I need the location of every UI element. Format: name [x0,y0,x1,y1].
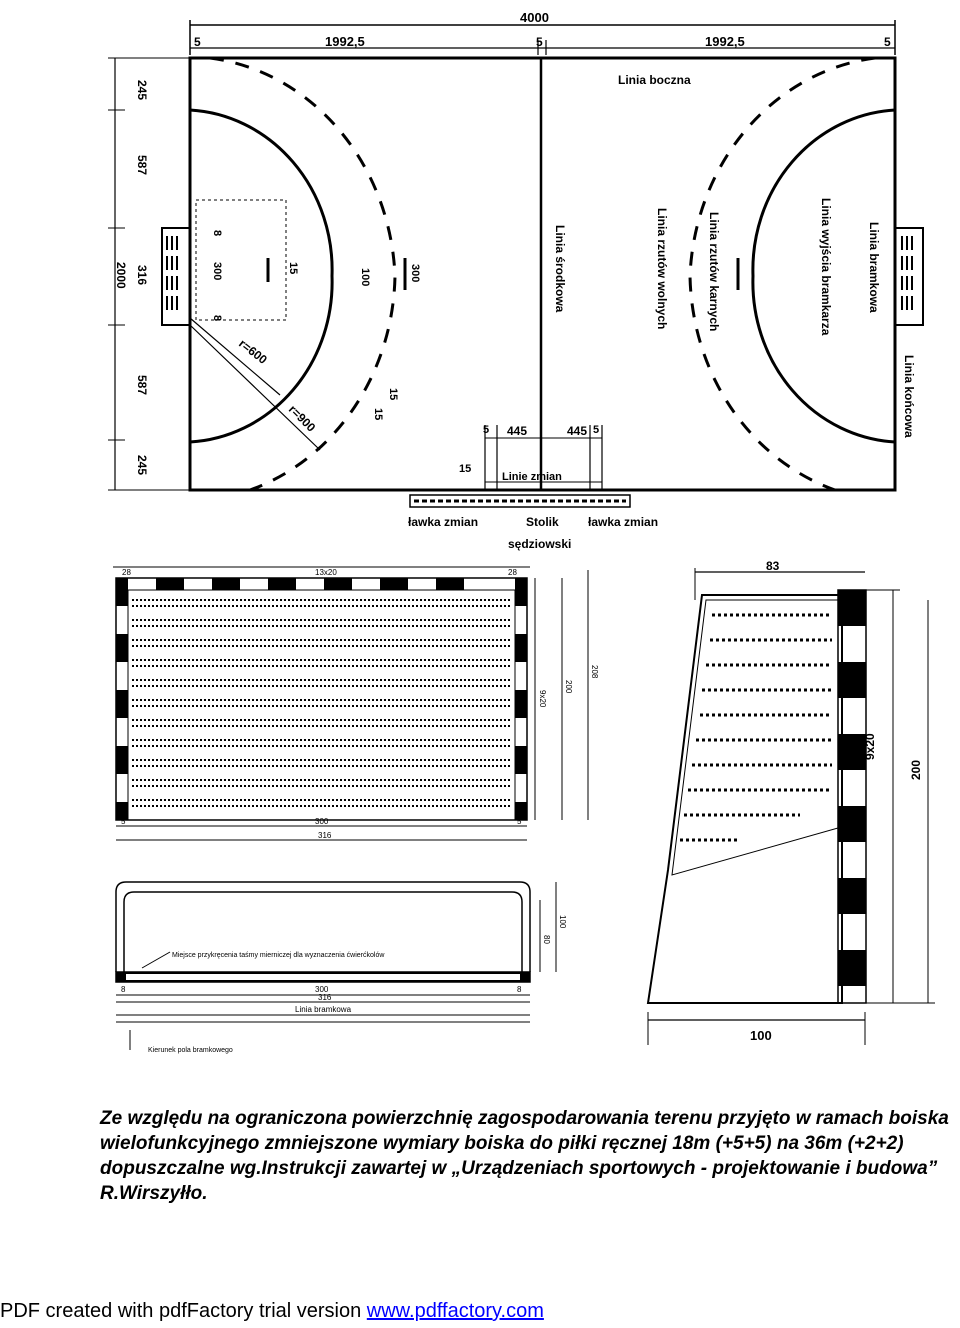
footer-link[interactable]: www.pdffactory.com [366,1300,544,1322]
dim-left-245b: 245 [135,455,149,475]
dim-316: 316 [318,831,332,840]
dim-half-left: 1992,5 [325,34,365,49]
label-end-line: Linia końcowa [902,355,916,438]
dim-100: 100 [359,268,371,286]
label-sideline: Linia boczna [618,73,691,87]
dim-8a: 8 [121,985,126,994]
dim-316: 316 [318,993,332,1002]
net-pattern [132,599,512,807]
dim-15d: 15 [459,463,471,475]
dim-9x20: 9x20 [863,733,877,760]
dim-5d: 5 [483,424,489,436]
label-free-throws: Linia rzutów wolnych [655,208,669,329]
label-sub-line: Linie zmian [502,471,562,483]
dim-8a: 8 [211,230,223,236]
dim-445a: 445 [507,424,527,438]
dim-left-245a: 245 [135,80,149,100]
dim-left-2000: 2000 [114,262,128,289]
goal-side-view [646,568,935,1045]
dim-5e: 5 [593,424,599,436]
label-goal-line: Linia bramkowa [295,1005,352,1014]
court-plan [108,20,924,508]
dim-15a: 15 [287,262,299,274]
label-note: Miejsce przykręcenia taśmy mierniczej dl… [172,952,385,959]
dim-5a: 5 [121,817,126,826]
dim-five-b: 5 [536,35,543,49]
dim-300b: 300 [409,264,421,282]
dim-8b: 8 [211,315,223,321]
dim-total-width: 4000 [520,10,549,25]
label-centerline: Linia środkowa [553,225,567,313]
dim-83: 83 [766,559,780,573]
dim-15b: 15 [387,388,399,400]
label-table: Stolik [526,515,559,529]
right-goal-hatch [901,236,913,310]
dim-28b: 28 [508,568,517,577]
dim-445b: 445 [567,424,587,438]
dim-100: 100 [750,1028,772,1043]
court-labels: 4000 5 1992,5 5 1992,5 5 245 587 316 200… [114,10,916,551]
dim-5b: 5 [517,817,522,826]
goal-front-view [113,566,589,841]
footer-text: PDF created with pdfFactory trial versio… [0,1300,367,1322]
goal-plan-labels: 100 80 Miejsce przykręcenia taśmy mierni… [121,915,567,1054]
label-gk-exit: Linia wyjścia bramkarza [819,198,833,336]
side-net-pattern [680,613,832,842]
dim-left-587a: 587 [135,155,149,175]
dim-300: 300 [315,817,329,826]
label-bench-left: ławka zmian [408,515,478,529]
dim-208: 208 [590,665,599,679]
label-bench-right: ławka zmian [588,515,658,529]
dim-28a: 28 [122,568,131,577]
pdf-footer: PDF created with pdfFactory trial versio… [0,1300,544,1323]
dim-five-c: 5 [884,35,891,49]
left-goal-hatch [166,236,178,310]
dim-left-316: 316 [135,265,149,285]
dim-15c: 15 [372,408,384,420]
label-goal-line: Linia bramkowa [867,222,881,313]
dim-13x20: 13x20 [315,568,337,577]
dim-300: 300 [315,985,329,994]
goal-front-labels: 28 13x20 28 9x20 200 208 5 300 5 316 [121,568,599,840]
description-caption: Ze względu na ograniczona powierzchnię z… [100,1108,949,1204]
dim-9x20: 9x20 [538,690,547,708]
dim-100: 100 [558,915,567,929]
dim-r900: r=900 [286,402,319,435]
dim-200: 200 [909,760,923,780]
dim-200a: 200 [564,680,573,694]
dim-half-right: 1992,5 [705,34,745,49]
label-judges: sędziowski [508,537,571,551]
dim-300a: 300 [211,262,223,280]
dim-left-587b: 587 [135,375,149,395]
label-direction: Kierunek pola bramkowego [148,1047,233,1054]
dim-8b: 8 [517,985,522,994]
dim-five-a: 5 [194,35,201,49]
goal-side-labels: 83 9x20 200 100 [750,559,923,1043]
dim-80: 80 [542,935,551,944]
label-7m-throws: Linia rzutów karnych [707,212,721,331]
goal-plan-view [115,881,557,1050]
technical-drawing: 4000 5 1992,5 5 1992,5 5 245 587 316 200… [108,10,935,1054]
